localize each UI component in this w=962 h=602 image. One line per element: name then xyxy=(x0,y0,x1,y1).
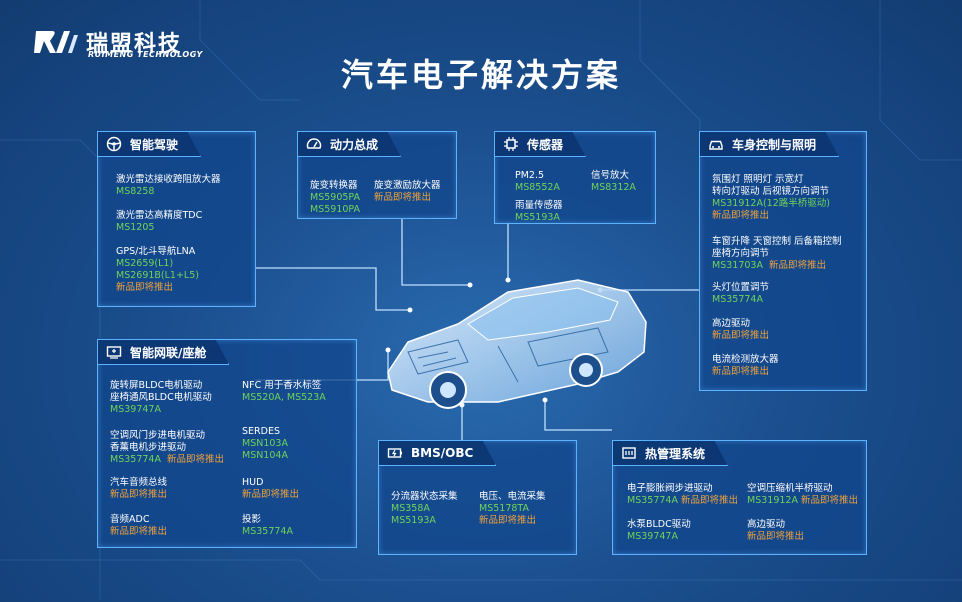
list-item: 激光雷达高精度TDC MS1205 xyxy=(116,210,203,233)
car-icon xyxy=(708,136,724,152)
list-item: PM2.5 MS8552A xyxy=(515,170,560,193)
panel-title: 热管理系统 xyxy=(645,446,706,461)
list-item: 汽车音频总线 新品即将推出 xyxy=(110,477,168,500)
thermal-icon xyxy=(621,445,637,461)
list-item: HUD 新品即将推出 xyxy=(242,477,300,500)
list-item: 电流检测放大器 新品即将推出 xyxy=(712,354,779,377)
panel-title: 智能驾驶 xyxy=(130,137,179,152)
ruimeng-logo-icon xyxy=(34,31,78,53)
list-item: 音频ADC 新品即将推出 xyxy=(110,514,168,537)
panel-header: 动力总成 xyxy=(297,131,401,157)
list-item: 高边驱动 新品即将推出 xyxy=(747,519,805,542)
list-item: 电压、电流采集 MS5178TA 新品即将推出 xyxy=(479,491,546,526)
list-item: 旋变转换器 MS5905PA MS5910PA xyxy=(310,180,361,215)
list-item: 空调压缩机半桥驱动 MS31912A 新品即将推出 xyxy=(747,483,858,506)
list-item: 头灯位置调节 MS35774A xyxy=(712,282,770,305)
list-item: 分流器状态采集 MS358A MS5193A xyxy=(391,491,458,526)
panel-header: 热管理系统 xyxy=(612,440,728,466)
panel-header: 智能驾驶 xyxy=(97,131,201,157)
list-item: GPS/北斗导航LNA MS2659(L1) MS2691B(L1+L5) 新品… xyxy=(116,246,199,293)
list-item: 空调风门步进电机驱动 香薰电机步进驱动 MS35774A 新品即将推出 xyxy=(110,430,225,465)
list-item: 信号放大 MS8312A xyxy=(591,170,636,193)
cockpit-icon xyxy=(106,344,122,360)
list-item: 雨量传感器 MS5193A xyxy=(515,200,563,223)
panel-header: BMS/OBC xyxy=(378,440,496,466)
panel-thermal: 热管理系统 电子膨胀阀步进驱动 MS35774A 新品即将推出 空调压缩机半桥驱… xyxy=(612,440,867,555)
steering-wheel-icon xyxy=(106,136,122,152)
list-item: 电子膨胀阀步进驱动 MS35774A 新品即将推出 xyxy=(627,483,738,506)
list-item: 高边驱动 新品即将推出 xyxy=(712,318,770,341)
page-title: 汽车电子解决方案 xyxy=(340,56,621,94)
list-item: 激光雷达接收跨阻放大器 MS8258 xyxy=(116,174,221,197)
brand-name-cn: 瑞盟科技 xyxy=(86,32,183,57)
list-item: 旋变激励放大器 新品即将推出 xyxy=(374,180,441,203)
panel-body-control: 车身控制与照明 氛围灯 照明灯 示宽灯 转向灯驱动 后视镜方向调节 MS3191… xyxy=(699,131,867,391)
list-item: 氛围灯 照明灯 示宽灯 转向灯驱动 后视镜方向调节 MS31912A(12路半桥… xyxy=(712,174,830,221)
panel-header: 智能网联/座舱 xyxy=(97,339,229,365)
chip-icon xyxy=(503,136,519,152)
speedometer-icon xyxy=(306,136,322,152)
panel-smart-driving: 智能驾驶 激光雷达接收跨阻放大器 MS8258 激光雷达高精度TDC MS120… xyxy=(97,131,256,307)
panel-title: 动力总成 xyxy=(330,137,379,152)
panel-title: 车身控制与照明 xyxy=(732,137,817,152)
panel-header: 传感器 xyxy=(494,131,586,157)
list-item: SERDES MSN103A MSN104A xyxy=(242,426,288,461)
battery-icon xyxy=(387,445,403,461)
list-item: 旋转屏BLDC电机驱动 座椅通风BLDC电机驱动 MS39747A xyxy=(110,380,212,415)
list-item: 车窗升降 天窗控制 后备箱控制 座椅方向调节 MS31703A 新品即将推出 xyxy=(712,236,842,271)
panel-smart-cockpit: 智能网联/座舱 旋转屏BLDC电机驱动 座椅通风BLDC电机驱动 MS39747… xyxy=(97,339,357,548)
panel-header: 车身控制与照明 xyxy=(699,131,839,157)
panel-sensor: 传感器 PM2.5 MS8552A 信号放大 MS8312A 雨量传感器 MS5… xyxy=(494,131,656,224)
list-item: 水泵BLDC驱动 MS39747A xyxy=(627,519,691,542)
car-xray-illustration xyxy=(387,279,647,409)
panel-title: 智能网联/座舱 xyxy=(130,345,207,360)
brand-name-en: RUIMENG TECHNOLOGY xyxy=(88,50,203,59)
panel-title: BMS/OBC xyxy=(411,446,474,460)
panel-powertrain: 动力总成 旋变转换器 MS5905PA MS5910PA 旋变激励放大器 新品即… xyxy=(297,131,457,219)
list-item: NFC 用于香水标签 MS520A, MS523A xyxy=(242,380,326,403)
brand-logo: 瑞盟科技 xyxy=(34,26,182,58)
list-item: 投影 MS35774A xyxy=(242,514,293,537)
panel-title: 传感器 xyxy=(527,137,564,152)
panel-bms-obc: BMS/OBC 分流器状态采集 MS358A MS5193A 电压、电流采集 M… xyxy=(378,440,577,555)
